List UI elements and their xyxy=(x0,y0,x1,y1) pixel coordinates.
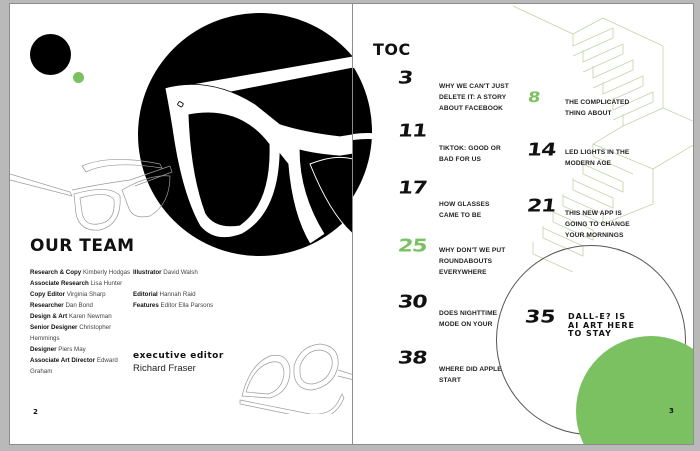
credit-role: Research & Copy xyxy=(30,269,82,276)
page-number-left: 2 xyxy=(33,408,38,416)
credit-row: Research & Copy Kimberly Hodgas xyxy=(30,267,142,278)
credit-role: Editorial xyxy=(133,291,158,298)
credit-name: Lisa Hunter xyxy=(90,280,123,287)
toc-entry-title: THE COMPLICATED THING ABOUT xyxy=(565,99,630,117)
credit-row: Associate Art Director Edward xyxy=(30,355,142,366)
credit-role: Design & Art xyxy=(30,313,68,320)
credit-role: Designer xyxy=(30,346,57,353)
hero-glasses-continuation xyxy=(353,50,383,140)
credit-role: Illustrator xyxy=(133,269,162,276)
toc-entry-title: THIS NEW APP IS GOING TO CHANGE YOUR MOR… xyxy=(565,210,630,239)
credit-row: Researcher Dan Bond xyxy=(30,300,142,311)
credits-column-1: Research & Copy Kimberly Hodgas Associat… xyxy=(30,267,142,377)
feature-page-number: 35 xyxy=(523,307,557,328)
executive-editor-name: Richard Fraser xyxy=(133,363,196,374)
toc-entry-title: TIKTOK: GOOD OR BAD FOR US xyxy=(439,145,501,163)
credit-role: Copy Editor xyxy=(30,291,66,298)
credit-row: Illustrator David Walsh xyxy=(133,267,243,278)
executive-editor-label: executive editor xyxy=(133,351,224,361)
credit-name: Christopher xyxy=(79,324,112,331)
credit-name: Karen Newman xyxy=(68,313,112,320)
toc-entry-title: WHY WE CAN'T JUST DELETE IT: A STORY ABO… xyxy=(439,83,509,112)
outline-glasses-left xyxy=(10,159,173,231)
credit-name: Editor Ella Parsons xyxy=(160,302,214,309)
toc-entry-title: HOW GLASSES CAME TO BE xyxy=(439,201,490,219)
toc-entry-title: DOES NIGHTTIME MODE ON YOUR xyxy=(439,310,498,328)
credit-row: Features Editor Ella Parsons xyxy=(133,300,243,311)
toc-page-number: 30 xyxy=(396,292,428,313)
credit-row: Associate Research Lisa Hunter xyxy=(30,278,142,289)
credit-role: Associate Art Director xyxy=(30,357,96,364)
credit-row: Designer Piers May xyxy=(30,344,142,355)
toc-page-number: 8 xyxy=(526,89,541,106)
credit-row: Editorial Hannah Raid xyxy=(133,289,243,300)
credit-role: Associate Research xyxy=(30,280,89,287)
credit-role: Senior Designer xyxy=(30,324,78,331)
credit-name: Graham xyxy=(30,368,53,375)
credit-spacer xyxy=(133,278,243,289)
toc-page-number: 3 xyxy=(396,68,414,89)
credit-row: Copy Editor Virginia Sharp xyxy=(30,289,142,300)
team-title: OUR TEAM xyxy=(30,236,135,256)
credits-column-2: Illustrator David Walsh Editorial Hannah… xyxy=(133,267,243,311)
toc-page-number: 25 xyxy=(396,236,428,257)
toc-entry-title: LED LIGHTS IN THE MODERN AGE xyxy=(565,149,630,167)
credit-row: Graham xyxy=(30,366,142,377)
feature-title: DALL-E? IS AI ART HERE TO STAY xyxy=(568,312,635,338)
credit-row: Hemmings xyxy=(30,333,142,344)
credit-role: Features xyxy=(133,302,159,309)
toc-page-number: 17 xyxy=(396,178,428,199)
small-green-dot xyxy=(73,72,84,83)
credit-row: Senior Designer Christopher xyxy=(30,322,142,333)
toc-page-number: 14 xyxy=(525,140,557,161)
outline-glasses-bottom xyxy=(239,343,352,414)
page-number-right: 3 xyxy=(669,407,674,415)
credit-row: Design & Art Karen Newman xyxy=(30,311,142,322)
left-page: OUR TEAM Research & Copy Kimberly Hodgas… xyxy=(9,3,352,445)
right-page: TOC 3 WHY WE CAN'T JUST DELETE IT: A STO… xyxy=(352,3,694,445)
credit-name: Virginia Sharp xyxy=(66,291,106,298)
toc-page-number: 11 xyxy=(396,121,428,142)
toc-page-number: 21 xyxy=(525,196,557,217)
credit-name: David Walsh xyxy=(163,269,198,276)
credit-name: Hemmings xyxy=(30,335,60,342)
credit-name: Edward xyxy=(96,357,118,364)
hero-glasses-illustration xyxy=(164,55,352,245)
credit-name: Dan Bond xyxy=(65,302,93,309)
toc-entry-title: WHY DON'T WE PUT ROUNDABOUTS EVERYWHERE xyxy=(439,247,506,276)
staircase-illustration xyxy=(512,5,693,273)
credit-name: Hannah Raid xyxy=(159,291,196,298)
credit-name: Kimberly Hodgas xyxy=(82,269,131,276)
toc-title: TOC xyxy=(373,40,411,59)
small-black-dot xyxy=(30,34,71,75)
toc-page-number: 38 xyxy=(396,348,428,369)
credit-role: Researcher xyxy=(30,302,64,309)
toc-entry-title: WHERE DID APPLE START xyxy=(439,366,502,384)
credit-name: Piers May xyxy=(58,346,86,353)
